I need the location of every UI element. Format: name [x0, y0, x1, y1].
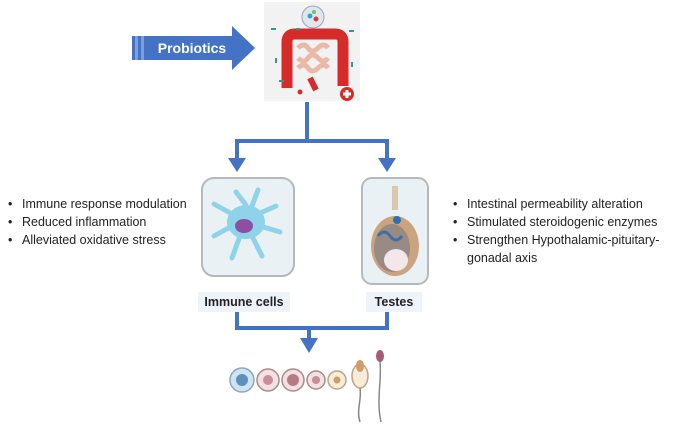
testes-panel	[361, 177, 429, 285]
immune-cell-panel	[201, 177, 295, 277]
testes-effects-list: Intestinal permeability alteration Stimu…	[453, 195, 685, 267]
intestine-illustration	[264, 2, 360, 101]
arrow-to-spermatogenesis	[300, 338, 318, 353]
arrow-to-testes	[378, 158, 396, 172]
probiotics-arrow	[132, 26, 255, 70]
arrow-to-immune	[228, 158, 246, 172]
list-item: Alleviated oxidative stress	[8, 231, 208, 249]
split-connector	[235, 102, 389, 160]
testes-label: Testes	[366, 292, 422, 312]
merge-connector	[235, 312, 389, 340]
list-item: Reduced inflammation	[8, 213, 208, 231]
list-item: Strengthen Hypothalamic-pituitary-gonada…	[453, 231, 685, 267]
list-item: Immune response modulation	[8, 195, 208, 213]
probiotics-label: Probiotics	[157, 40, 227, 56]
list-item: Intestinal permeability alteration	[453, 195, 685, 213]
immune-effects-list: Immune response modulation Reduced infla…	[8, 195, 208, 249]
list-item: Stimulated steroidogenic enzymes	[453, 213, 685, 231]
immune-cells-label: Immune cells	[198, 292, 290, 312]
spermatogenesis-cells	[229, 350, 384, 423]
